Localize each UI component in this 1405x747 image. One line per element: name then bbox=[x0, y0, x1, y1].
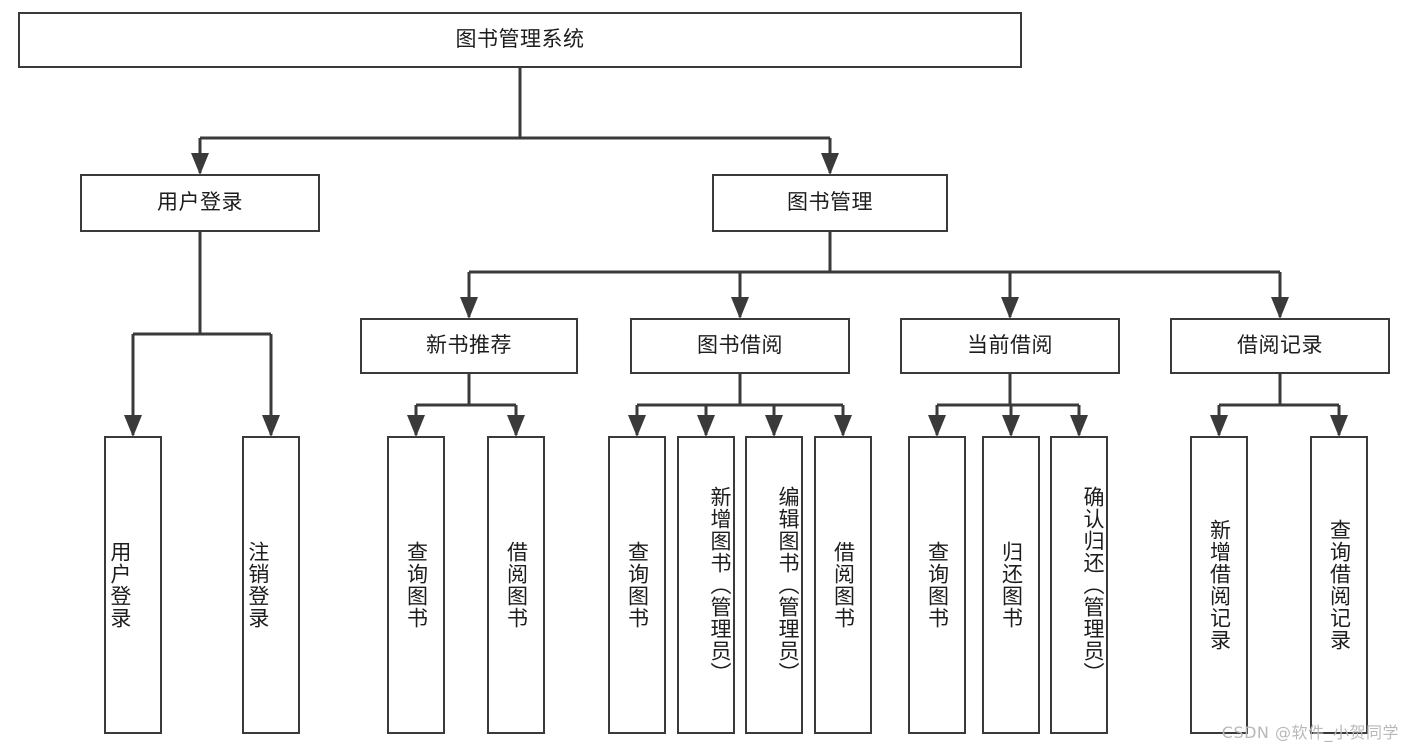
node-borrow_record: 借阅记录 bbox=[1170, 318, 1390, 374]
arrowhead-icon bbox=[628, 415, 646, 437]
node-leaf_user_login: 用户登录 bbox=[104, 436, 162, 734]
node-new_book_rec: 新书推荐 bbox=[360, 318, 578, 374]
node-label: 当前借阅 bbox=[967, 333, 1053, 358]
arrowhead-icon bbox=[460, 297, 478, 319]
node-label: 查询借阅记录 bbox=[1327, 519, 1352, 651]
node-leaf_add_rec: 新增借阅记录 bbox=[1190, 436, 1248, 734]
node-leaf_logout: 注销登录 bbox=[242, 436, 300, 734]
node-leaf_q_rec: 查询借阅记录 bbox=[1310, 436, 1368, 734]
node-label: 图书借阅 bbox=[697, 333, 783, 358]
node-label: 借阅图书 bbox=[504, 541, 529, 629]
node-label: 用户登录 bbox=[157, 190, 243, 215]
arrowhead-icon bbox=[697, 415, 715, 437]
node-leaf_q_book_3: 查询图书 bbox=[908, 436, 966, 734]
node-label: 图书管理 bbox=[787, 190, 873, 215]
node-root: 图书管理系统 bbox=[18, 12, 1022, 68]
arrowhead-icon bbox=[834, 415, 852, 437]
arrowhead-icon bbox=[1271, 297, 1289, 319]
arrowhead-icon bbox=[1210, 415, 1228, 437]
node-leaf_borrow_b1: 借阅图书 bbox=[487, 436, 545, 734]
watermark: CSDN @软件_小贺同学 bbox=[1221, 723, 1399, 742]
node-leaf_conf_ret: 确认归还（管理员） bbox=[1050, 436, 1108, 734]
node-leaf_edit_book: 编辑图书（管理员） bbox=[745, 436, 803, 734]
arrowhead-icon bbox=[1070, 415, 1088, 437]
node-label: 归还图书 bbox=[999, 541, 1024, 629]
arrowhead-icon bbox=[191, 153, 209, 175]
arrowhead-icon bbox=[765, 415, 783, 437]
node-leaf_q_book_1: 查询图书 bbox=[387, 436, 445, 734]
node-leaf_return: 归还图书 bbox=[982, 436, 1040, 734]
arrowhead-icon bbox=[1002, 415, 1020, 437]
arrowhead-icon bbox=[731, 297, 749, 319]
node-label: 查询图书 bbox=[404, 541, 429, 629]
node-label: 新增图书（管理员） bbox=[708, 486, 732, 684]
node-label: 查询图书 bbox=[925, 541, 950, 629]
node-label: 图书管理系统 bbox=[455, 27, 585, 52]
arrowhead-icon bbox=[821, 153, 839, 175]
arrowhead-icon bbox=[124, 415, 142, 437]
node-label: 新书推荐 bbox=[426, 333, 512, 358]
node-label: 借阅图书 bbox=[831, 541, 856, 629]
node-current_borrow: 当前借阅 bbox=[900, 318, 1120, 374]
node-label: 查询图书 bbox=[625, 541, 650, 629]
node-label: 新增借阅记录 bbox=[1207, 519, 1232, 651]
node-leaf_add_book: 新增图书（管理员） bbox=[677, 436, 735, 734]
node-book_borrow: 图书借阅 bbox=[630, 318, 850, 374]
node-leaf_q_book_2: 查询图书 bbox=[608, 436, 666, 734]
arrowhead-icon bbox=[507, 415, 525, 437]
arrowhead-icon bbox=[407, 415, 425, 437]
node-user_login: 用户登录 bbox=[80, 174, 320, 232]
arrowhead-icon bbox=[928, 415, 946, 437]
node-label: 借阅记录 bbox=[1237, 333, 1323, 358]
node-label: 编辑图书（管理员） bbox=[776, 486, 800, 684]
node-label: 注销登录 bbox=[245, 541, 270, 629]
arrowhead-icon bbox=[1001, 297, 1019, 319]
node-label: 确认归还（管理员） bbox=[1081, 486, 1105, 684]
node-label: 用户登录 bbox=[107, 541, 132, 629]
node-leaf_borrow_b2: 借阅图书 bbox=[814, 436, 872, 734]
arrowhead-icon bbox=[1330, 415, 1348, 437]
arrowhead-icon bbox=[262, 415, 280, 437]
node-book_mgmt: 图书管理 bbox=[712, 174, 948, 232]
